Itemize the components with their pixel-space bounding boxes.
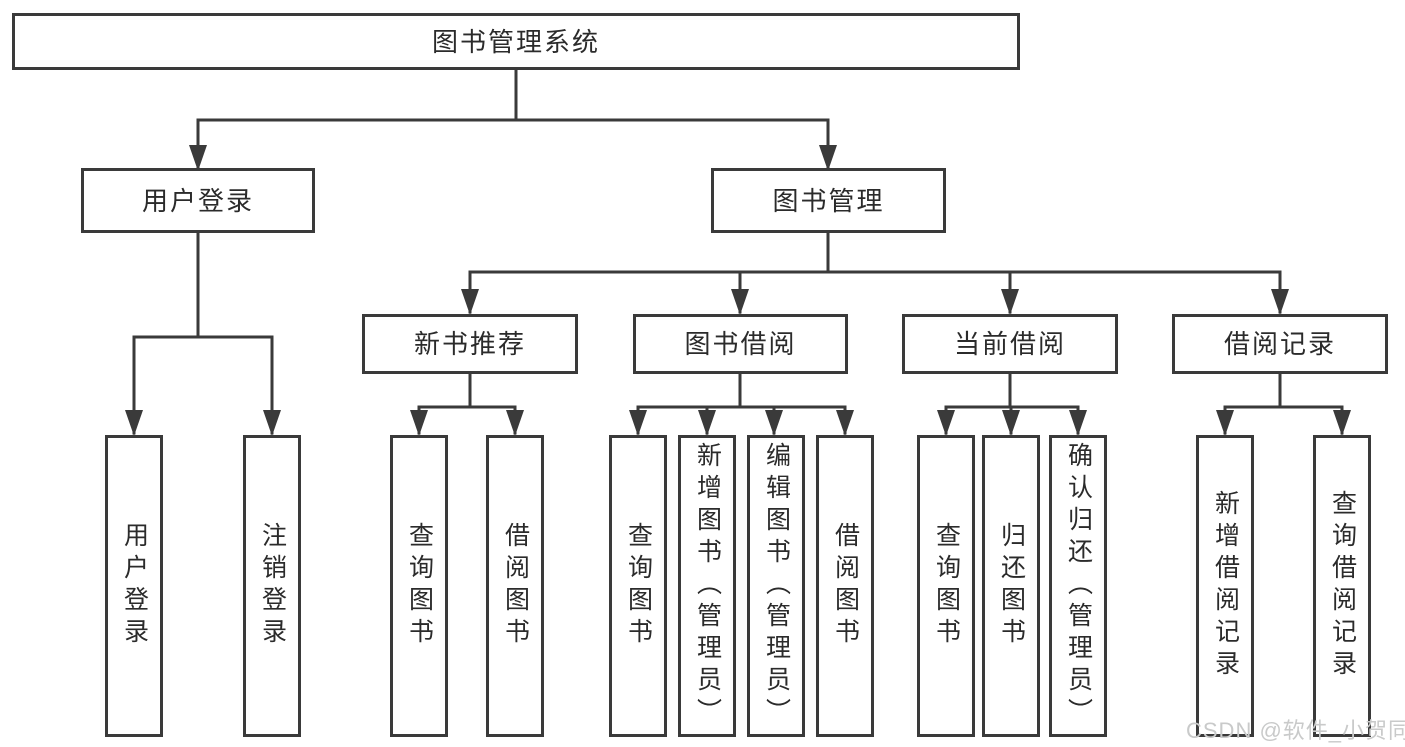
leaf-label: 查询图书 — [405, 522, 434, 650]
leaf-label: 新增图书（管理员） — [693, 442, 722, 730]
leaf-query-books-borrow: 查询图书 — [609, 435, 667, 737]
leaf-edit-book-admin: 编辑图书（管理员） — [747, 435, 805, 737]
leaf-label: 注销登录 — [258, 522, 287, 650]
leaf-query-borrow-record: 查询借阅记录 — [1313, 435, 1371, 737]
leaf-label: 编辑图书（管理员） — [762, 442, 791, 730]
leaf-label: 确认归还（管理员） — [1064, 442, 1093, 730]
node-book-management: 图书管理 — [711, 168, 946, 233]
leaf-borrow-books-recommend: 借阅图书 — [486, 435, 544, 737]
leaf-label: 查询图书 — [932, 522, 961, 650]
node-label: 新书推荐 — [413, 329, 526, 359]
node-label: 图书管理 — [772, 185, 885, 216]
leaf-label: 借阅图书 — [501, 522, 530, 650]
leaf-query-books-recommend: 查询图书 — [390, 435, 448, 737]
leaf-add-book-admin: 新增图书（管理员） — [678, 435, 736, 737]
leaf-label: 新增借阅记录 — [1211, 490, 1240, 682]
node-label: 借阅记录 — [1223, 329, 1336, 359]
arrowheads — [125, 145, 1351, 436]
leaf-label: 查询图书 — [624, 522, 653, 650]
node-borrow-records: 借阅记录 — [1172, 314, 1388, 374]
node-label: 图书管理系统 — [431, 26, 600, 57]
node-label: 当前借阅 — [953, 329, 1066, 359]
leaf-return-books: 归还图书 — [982, 435, 1040, 737]
leaf-add-borrow-record: 新增借阅记录 — [1196, 435, 1254, 737]
csdn-watermark: CSDN @软件_小贺同学 — [1186, 718, 1405, 743]
node-library-management-system: 图书管理系统 — [12, 13, 1020, 70]
leaf-borrow-books: 借阅图书 — [816, 435, 874, 737]
node-current-borrow: 当前借阅 — [902, 314, 1118, 374]
leaf-label: 查询借阅记录 — [1328, 490, 1357, 682]
leaf-label: 用户登录 — [120, 522, 149, 650]
leaf-query-books-current: 查询图书 — [917, 435, 975, 737]
leaf-logout: 注销登录 — [243, 435, 301, 737]
leaf-label: 借阅图书 — [831, 522, 860, 650]
node-book-borrow: 图书借阅 — [633, 314, 848, 374]
leaf-user-login: 用户登录 — [105, 435, 163, 737]
node-user-login: 用户登录 — [81, 168, 315, 233]
node-label: 图书借阅 — [684, 329, 797, 359]
node-new-book-recommend: 新书推荐 — [362, 314, 578, 374]
leaf-label: 归还图书 — [997, 522, 1026, 650]
leaf-confirm-return-admin: 确认归还（管理员） — [1049, 435, 1107, 737]
node-label: 用户登录 — [141, 185, 254, 216]
